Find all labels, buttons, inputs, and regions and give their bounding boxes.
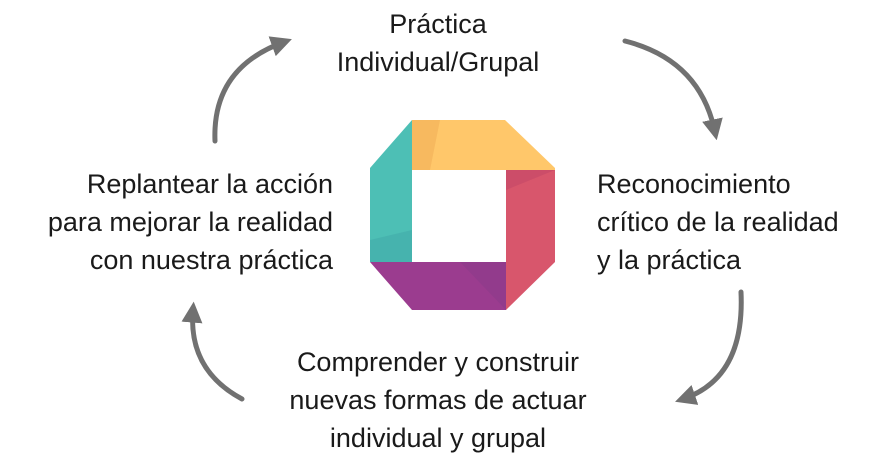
step-practice-line-2: Individual/Grupal — [336, 47, 540, 77]
step-recognition-line-3: y la práctica — [597, 245, 742, 275]
step-understand-line-2: nuevas formas de actuar — [289, 385, 587, 415]
step-rethink-line-1: Replantear la acción — [86, 169, 333, 199]
step-recognition-line-1: Reconocimiento — [597, 169, 791, 199]
step-rethink: Replantear la acción para mejorar la rea… — [48, 165, 333, 279]
step-recognition: Reconocimiento crítico de la realidad y … — [597, 165, 839, 279]
arrow-bottom-right-icon — [675, 289, 744, 405]
step-practice-line-1: Práctica — [389, 9, 487, 39]
step-understand-line-3: individual y grupal — [329, 423, 547, 453]
step-recognition-line-2: crítico de la realidad — [597, 207, 839, 237]
arrow-top-left-icon — [212, 36, 292, 144]
step-rethink-line-2: para mejorar la realidad — [47, 207, 333, 237]
step-practice: Práctica Individual/Grupal — [288, 5, 588, 81]
step-rethink-line-3: con nuestra práctica — [89, 245, 333, 275]
arrow-bottom-left-icon — [181, 301, 245, 402]
step-understand: Comprender y construir nuevas formas de … — [238, 343, 638, 457]
step-understand-line-1: Comprender y construir — [296, 347, 580, 377]
arrow-top-right-icon — [622, 38, 723, 141]
